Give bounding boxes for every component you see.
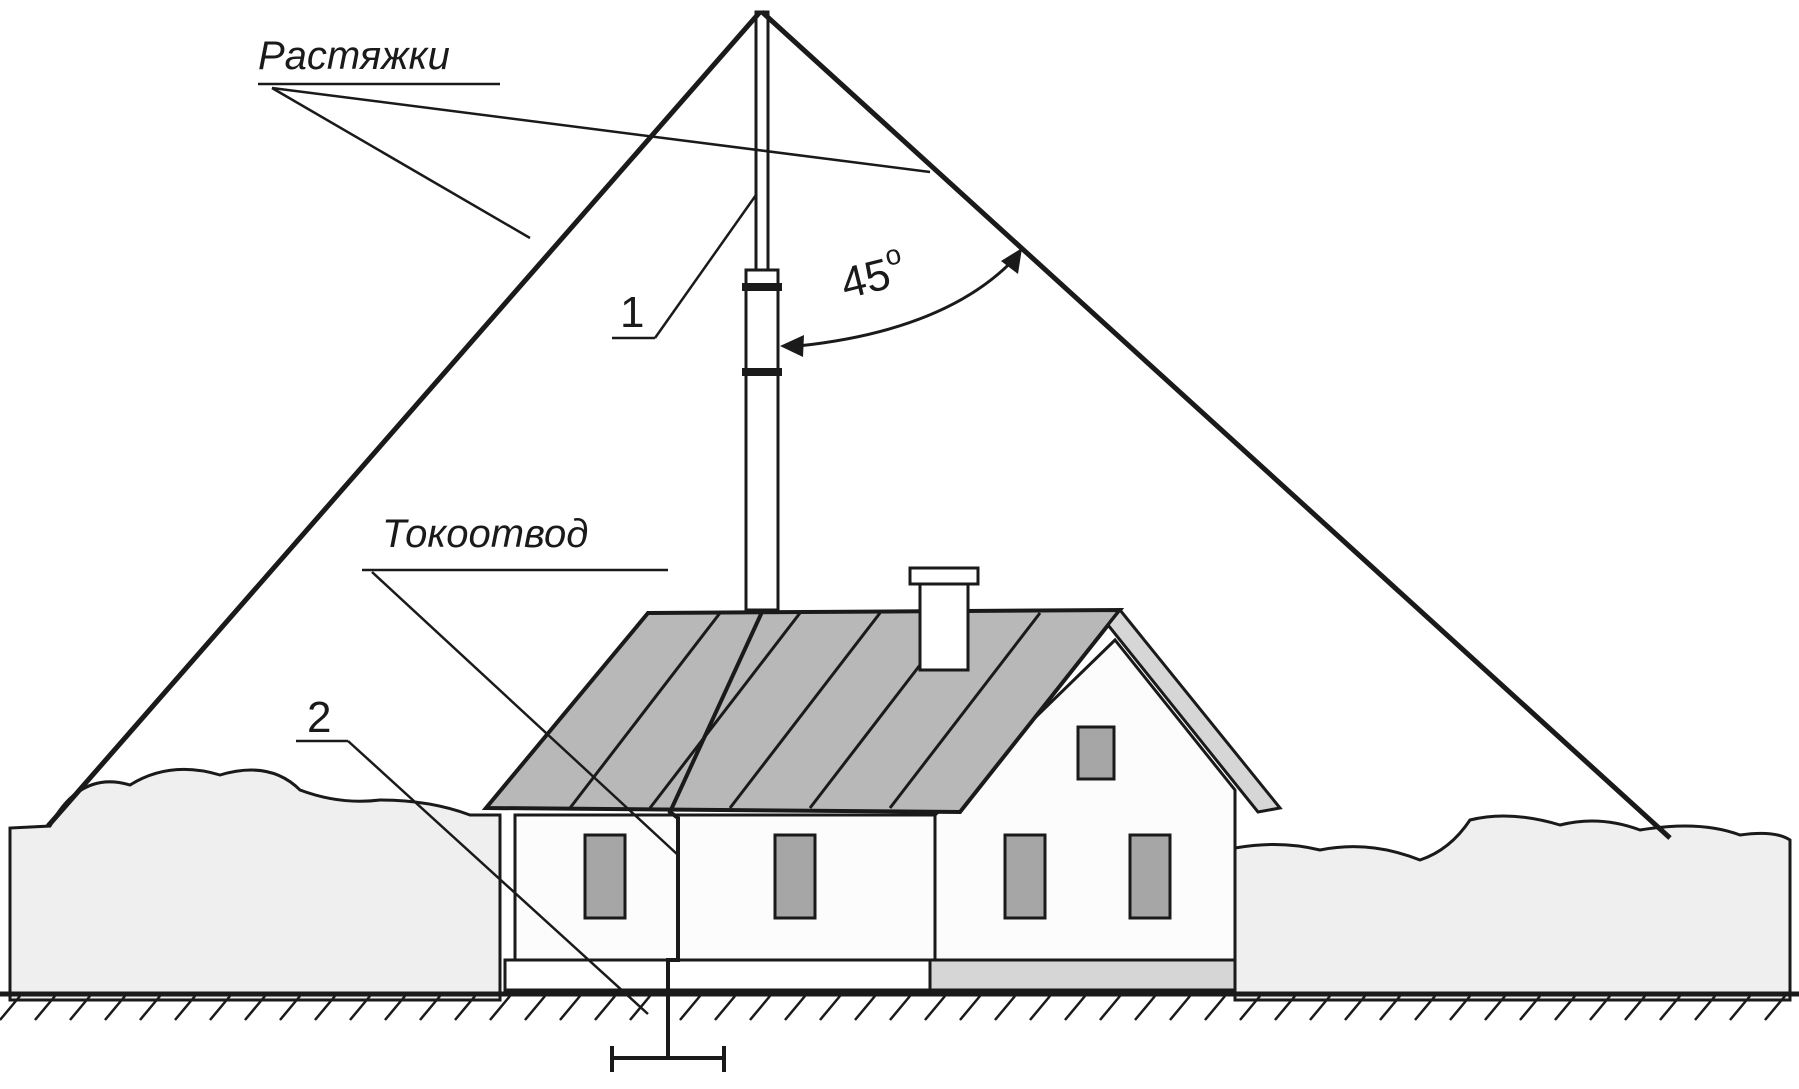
- ground-hatching: [0, 995, 1786, 1021]
- down-conductor-leaders: [362, 568, 679, 856]
- part-1-label: 1: [620, 288, 645, 337]
- ground-electrode: [610, 1046, 726, 1072]
- guy-wire-right: [760, 10, 1672, 840]
- foundation-left: [503, 958, 932, 992]
- down-conductor-label: Токоотвод: [382, 512, 589, 556]
- foundation-right: [928, 958, 1237, 992]
- chimney: [918, 578, 970, 672]
- window-front-2: [773, 833, 817, 920]
- window-gable: [1076, 725, 1116, 781]
- guy-wires-label: Растяжки: [258, 34, 450, 78]
- part-2-leader: [296, 739, 649, 1015]
- gable-roof-edge: [1106, 607, 1283, 814]
- angle-arrow-right: [1001, 248, 1022, 274]
- part-1-leader: [612, 194, 758, 340]
- house-front-wall: [513, 813, 937, 962]
- guy-wire-left: [46, 10, 762, 828]
- mast-lower: [744, 268, 780, 612]
- mast-upper: [754, 10, 770, 272]
- chimney-cap: [908, 566, 980, 586]
- mast-clamp-top: [742, 283, 782, 291]
- down-conductor-wire: [666, 611, 764, 1058]
- window-side-2: [1128, 833, 1172, 920]
- angle-arrow-left: [780, 335, 804, 357]
- guy-wires-leaders: [258, 82, 931, 240]
- hedge-left: [8, 767, 502, 1002]
- window-side-1: [1003, 833, 1047, 920]
- part-2-label: 2: [307, 693, 332, 742]
- mast-clamp-bottom: [742, 368, 782, 376]
- angle-arc: [797, 253, 1020, 348]
- window-front-1: [583, 833, 627, 920]
- hedge-right: [1233, 814, 1792, 1002]
